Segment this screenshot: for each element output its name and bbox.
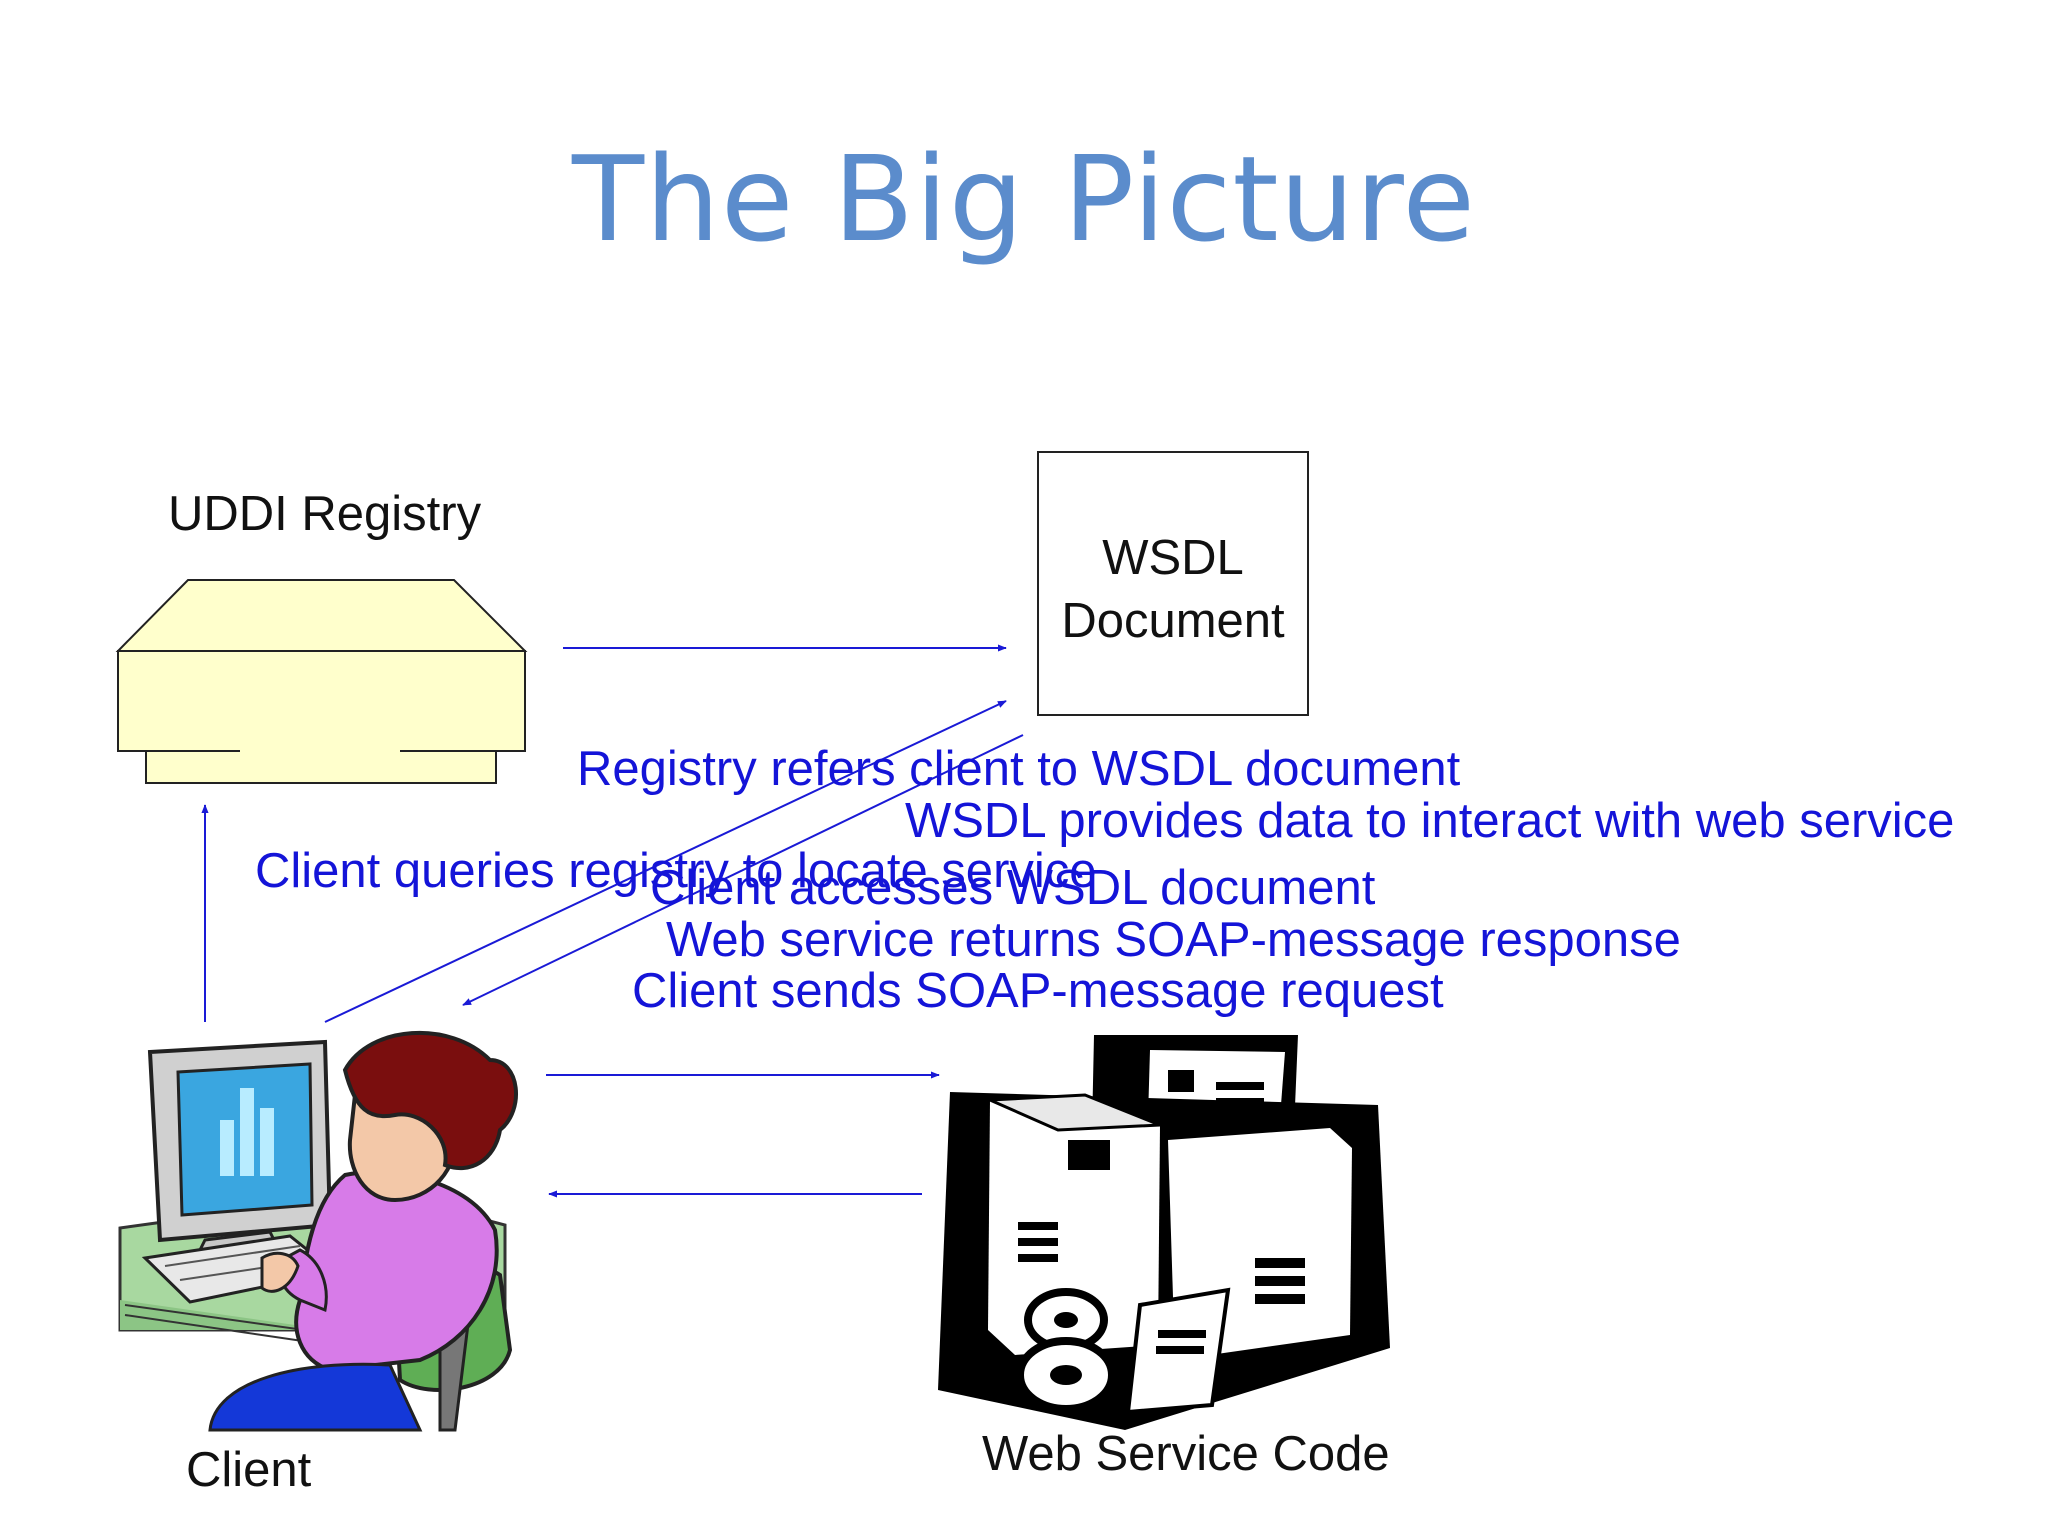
web-service-code-label: Web Service Code	[982, 1427, 1390, 1481]
arrow-wsdl-to-client	[462, 734, 1024, 1006]
slide-title: The Big Picture	[572, 130, 1476, 268]
wsdl-title-line2: Document	[1061, 594, 1285, 648]
arrow-client-to-wsdl	[324, 700, 1007, 1023]
uddi-registry-label: UDDI Registry	[168, 487, 482, 541]
wsdl-document-box: WSDL Document	[1037, 451, 1309, 716]
web-service-servers-icon	[938, 1035, 1390, 1430]
flow-label-registry-refers: Registry refers client to WSDL document	[577, 742, 1461, 796]
flow-label-ws-returns: Web service returns SOAP-message respons…	[666, 913, 1681, 967]
flow-label-client-queries: Client queries registry to locate servic…	[255, 844, 1097, 898]
client-person-at-computer-icon	[118, 1030, 518, 1432]
flow-label-client-accesses: Client accesses WSDL document	[650, 861, 1376, 915]
flow-label-client-sends: Client sends SOAP-message request	[632, 964, 1444, 1018]
flow-label-wsdl-provides: WSDL provides data to interact with web …	[905, 794, 1955, 848]
wsdl-title-line1: WSDL	[1102, 531, 1244, 585]
client-label: Client	[186, 1443, 312, 1497]
registry-server-icon	[115, 579, 528, 784]
